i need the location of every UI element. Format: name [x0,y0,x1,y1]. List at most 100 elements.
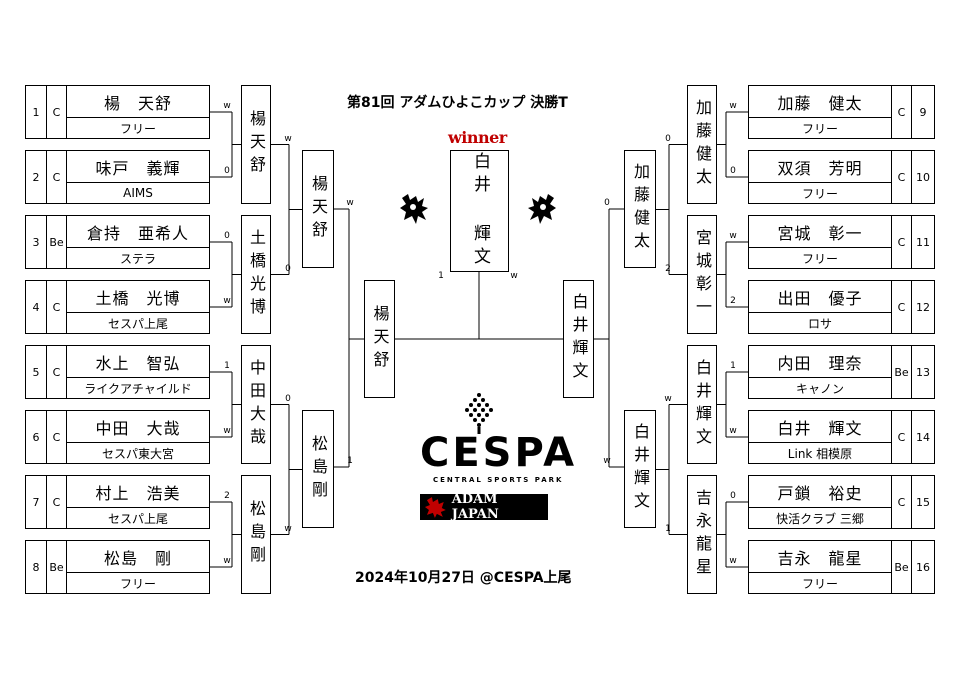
round1-right-box: 宮城彰一 [687,215,717,334]
seed-number: 13 [911,346,934,398]
class-badge: C [47,476,67,528]
class-badge: C [891,411,911,463]
round2-right-box: 白井輝文 [624,410,656,528]
bracket-player-name: 吉永龍星 [693,488,712,581]
round1-right-box: 白井輝文 [687,345,717,464]
score-label: 1 [438,271,444,281]
lion-emblem-icon [528,194,556,224]
bracket-player-name: 松島剛 [247,500,266,569]
score-label: 2 [730,296,736,306]
score-label: w [729,231,737,241]
player-team: セスパ東大宮 [67,442,209,463]
class-badge: C [47,86,67,138]
player-name: 土橋 光博 [95,288,181,308]
round1-left-box: 松島剛 [241,475,271,594]
tournament-date: 2024年10月27日 @CESPA上尾 [355,570,572,586]
seed-number: 8 [26,541,47,593]
class-badge: C [891,216,911,268]
semifinal-right-box: 白井輝文 [563,280,594,398]
player-name: 味戸 義輝 [95,158,181,178]
seed-number: 14 [911,411,934,463]
class-badge: Be [891,541,911,593]
player-name: 楊 天舒 [103,93,172,113]
bracket-player-name: 白井輝文 [569,293,589,385]
score-label: 0 [285,393,291,404]
bracket-player-name: 土橋光博 [247,228,266,321]
class-badge: C [891,86,911,138]
bracket-player-name: 加藤健太 [693,98,712,191]
bracket-player-name: 楊天舒 [309,174,328,244]
sponsor-logo: ADAM JAPAN [420,492,548,522]
score-label: 1 [224,361,230,371]
player-name: 白井 輝文 [777,418,863,438]
player-name: 内田 理奈 [777,353,863,373]
seed-number: 6 [26,411,47,463]
player-name: 出田 優子 [777,288,863,308]
bracket-player-name: 松島剛 [309,434,328,504]
player-team: フリー [749,247,891,268]
bracket-player-name: 白井輝文 [693,358,712,451]
seed-number: 15 [911,476,934,528]
player-name: 加藤 健太 [777,93,863,113]
sponsor-lion-icon [424,497,446,518]
score-label: 1 [347,456,353,466]
round1-right-box: 吉永龍星 [687,475,717,594]
semifinal-left-box: 楊天舒 [364,280,395,398]
score-label: 0 [730,491,736,501]
class-badge: C [47,281,67,333]
bracket-player-name: 中田大哉 [247,358,266,451]
class-badge: Be [47,541,67,593]
round2-left-box: 松島剛 [302,410,334,528]
bracket-player-name: 楊天舒 [247,110,266,179]
score-label: w [346,198,354,208]
score-label: w [510,271,518,281]
seed-number: 2 [26,151,47,203]
player-team: AIMS [67,182,209,203]
bracket-player-name: 楊天舒 [370,304,390,374]
player-name: 宮城 彰一 [777,223,863,243]
bracket-player-name: 白井輝文 [631,423,650,515]
class-badge: C [891,476,911,528]
score-label: 1 [665,523,671,534]
seed-number: 1 [26,86,47,138]
player-name: 村上 浩美 [95,483,181,503]
winner-label: winner [448,128,507,147]
tournament-title: 第81回 アダムひよこカップ 決勝T [347,95,568,111]
score-label: w [729,426,737,436]
score-label: 0 [604,198,610,208]
score-label: 0 [224,231,230,241]
score-label: w [664,393,672,404]
seed-number: 9 [911,86,934,138]
score-label: w [223,556,231,566]
score-label: 0 [285,263,291,274]
sponsor-name: ADAM JAPAN [451,492,499,522]
player-name: 中田 大哉 [95,418,181,438]
seed-number: 4 [26,281,47,333]
score-label: 2 [224,491,230,501]
class-badge: C [891,281,911,333]
bracket-player-name: 宮城彰一 [693,228,712,321]
player-team: ライクアチャイルド [67,377,209,398]
score-label: w [223,296,231,306]
player-team: フリー [749,572,891,593]
seed-number: 10 [911,151,934,203]
player-team: キャノン [749,377,891,398]
player-name: 倉持 亜希人 [86,223,189,243]
score-label: w [284,523,292,534]
player-team: フリー [67,117,209,138]
player-team: ロサ [749,312,891,333]
score-label: w [729,556,737,566]
score-label: w [223,426,231,436]
champion-box: 白井 輝文 [450,150,509,272]
seed-number: 7 [26,476,47,528]
